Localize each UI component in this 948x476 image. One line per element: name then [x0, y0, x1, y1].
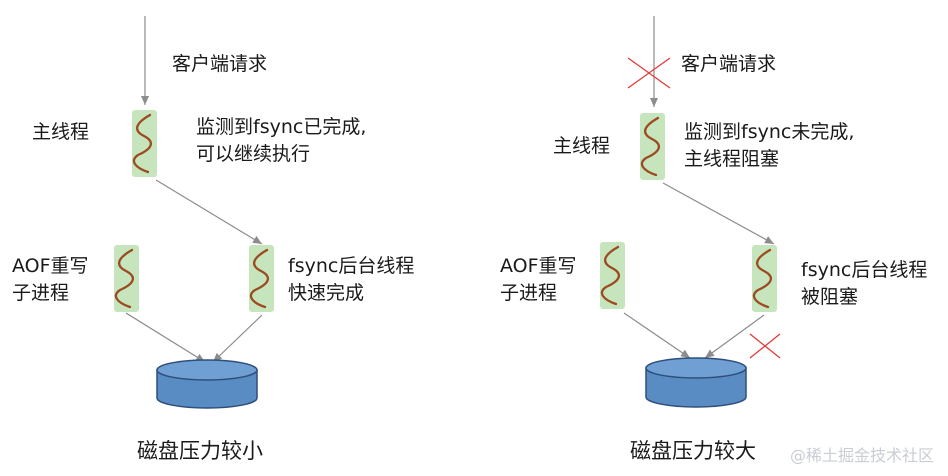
left-fsync-line-2: 快速完成 [288, 282, 365, 304]
thread-wave-icon [752, 248, 772, 309]
right-aof-to-disk-arrow [623, 312, 691, 359]
right-main-thread-box [640, 113, 665, 180]
left-main-thread-label: 主线程 [32, 121, 90, 143]
left-fsync-line-1: fsync后台线程 [288, 255, 415, 277]
thread-wave-icon [249, 248, 269, 309]
thread-wave-icon [600, 245, 620, 306]
right-aof-label: AOF重写 子进程 [500, 253, 577, 307]
right-client-request-label: 客户端请求 [681, 53, 777, 75]
thread-wave-icon [640, 116, 660, 177]
right-aof-line-1: AOF重写 [500, 255, 577, 277]
cross-icon [627, 57, 671, 89]
left-aof-line-2: 子进程 [12, 282, 70, 304]
right-aof-thread-box [600, 242, 625, 309]
right-fsync-line-1: fsync后台线程 [801, 259, 928, 281]
left-fsync-thread-box [249, 245, 274, 312]
left-main-thread-box [132, 110, 157, 177]
right-main-status-line-2: 主线程阻塞 [684, 148, 780, 170]
left-main-status-line-1: 监测到fsync已完成, [196, 116, 367, 138]
thread-wave-icon [114, 248, 134, 309]
left-main-to-fsync-arrow [155, 179, 263, 245]
right-fsync-to-disk-arrow [704, 314, 765, 359]
left-fsync-label: fsync后台线程 快速完成 [288, 253, 414, 307]
left-caption: 磁盘压力较小 [137, 439, 263, 463]
right-fsync-thread-box [752, 245, 777, 312]
cross-icon [749, 333, 781, 359]
left-aof-to-disk-arrow [125, 312, 206, 363]
left-aof-label: AOF重写 子进程 [12, 253, 89, 307]
left-aof-line-1: AOF重写 [12, 255, 89, 277]
left-fsync-to-disk-arrow [212, 314, 263, 363]
disk-icon [156, 359, 258, 409]
right-fsync-label: fsync后台线程 被阻塞 [801, 257, 927, 311]
right-fsync-line-2: 被阻塞 [801, 286, 859, 308]
right-aof-line-2: 子进程 [500, 282, 558, 304]
right-scenario [600, 16, 781, 408]
left-client-request-label: 客户端请求 [172, 53, 268, 75]
disk-icon [645, 357, 747, 408]
watermark: @稀土掘金技术社区 [789, 446, 934, 465]
left-scenario [114, 16, 274, 409]
right-main-status-line-1: 监测到fsync未完成, [684, 121, 855, 143]
right-main-status-label: 监测到fsync未完成, 主线程阻塞 [684, 119, 854, 173]
right-main-to-fsync-arrow [662, 182, 775, 245]
left-main-status-line-2: 可以继续执行 [196, 143, 311, 165]
left-main-status-label: 监测到fsync已完成, 可以继续执行 [196, 114, 366, 168]
thread-wave-icon [132, 113, 152, 174]
right-caption: 磁盘压力较大 [630, 439, 756, 463]
right-main-thread-label: 主线程 [553, 135, 611, 157]
left-aof-thread-box [114, 245, 139, 312]
